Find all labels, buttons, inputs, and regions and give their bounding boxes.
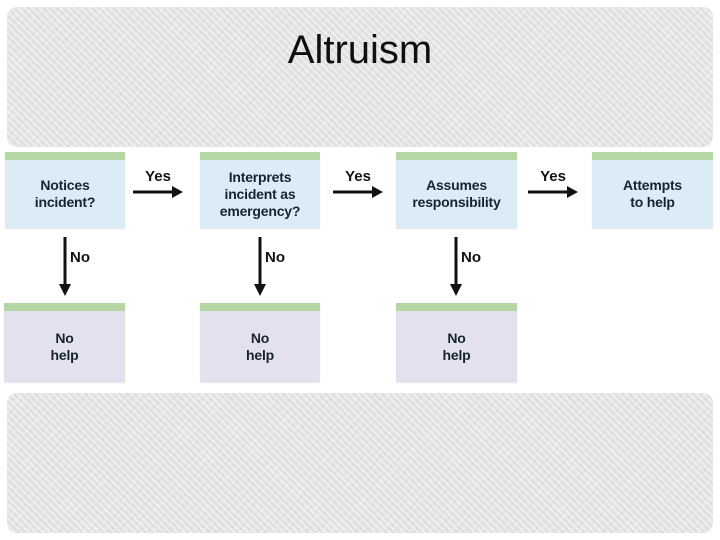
no-arrow-icon	[450, 237, 462, 297]
green-accent-bar	[396, 152, 517, 160]
green-accent-bar	[5, 152, 125, 160]
outcome-box-no-help: No help	[200, 303, 320, 382]
decision-box-assumes-responsibility: Assumes responsibility	[396, 152, 517, 228]
yes-label: Yes	[145, 168, 171, 185]
green-accent-bar	[4, 303, 125, 311]
decision-box-interprets-emergency: Interprets incident as emergency?	[200, 152, 320, 228]
no-arrow-icon	[254, 237, 266, 297]
yes-arrow-icon	[528, 186, 578, 198]
outcome-box-label: No help	[246, 329, 274, 363]
green-accent-bar	[592, 152, 713, 160]
yes-label: Yes	[540, 168, 566, 185]
outcome-box-label: No help	[50, 329, 79, 363]
decision-box-label: Assumes responsibility	[412, 177, 501, 210]
page-title: Altruism	[287, 28, 433, 72]
outcome-box-no-help: No help	[396, 303, 517, 382]
green-accent-bar	[200, 152, 320, 160]
decision-box-attempts-to-help: Attempts to help	[592, 152, 713, 228]
yes-arrow-icon	[133, 186, 183, 198]
green-accent-bar	[396, 303, 517, 311]
title-panel	[7, 7, 713, 147]
no-arrow-icon	[59, 237, 71, 297]
no-label: No	[70, 249, 90, 266]
decision-box-label: Notices incident?	[34, 177, 96, 210]
outcome-box-label: No help	[442, 329, 471, 363]
outcome-box-no-help: No help	[4, 303, 125, 382]
yes-arrow-icon	[333, 186, 383, 198]
green-accent-bar	[200, 303, 320, 311]
decision-box-label: Interprets incident as emergency?	[219, 168, 301, 219]
decision-box-label: Attempts to help	[622, 177, 683, 210]
decision-box-notices-incident: Notices incident?	[5, 152, 125, 228]
no-label: No	[461, 249, 481, 266]
bottom-panel	[7, 393, 713, 533]
yes-label: Yes	[345, 168, 371, 185]
no-label: No	[265, 249, 285, 266]
